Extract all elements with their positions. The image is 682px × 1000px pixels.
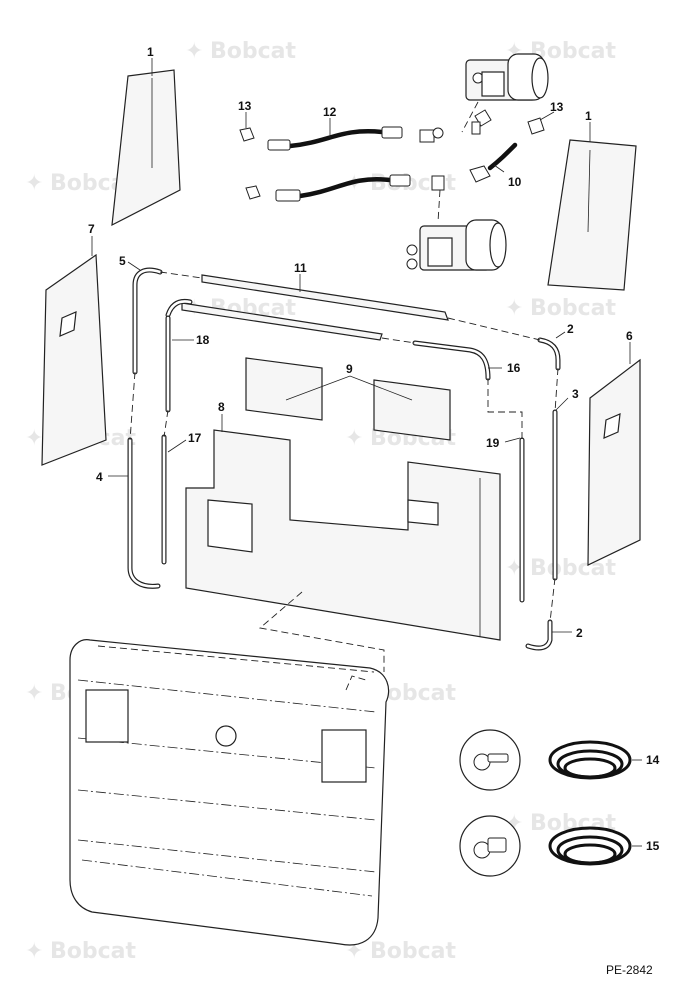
foam-pad-9-right	[373, 379, 451, 441]
leader-lines	[91, 58, 642, 847]
callout-15: 15	[646, 839, 660, 853]
hydraulic-pump-lower	[406, 219, 507, 271]
cab-rear-wall	[69, 639, 390, 946]
svg-text:✦: ✦	[25, 171, 43, 196]
seal-strip-11	[201, 274, 449, 321]
pump-connector-dashes	[437, 101, 479, 223]
callout-1-left: 1	[147, 45, 154, 59]
callout-10: 10	[508, 175, 522, 189]
seal-strip-16	[412, 340, 491, 381]
callout-11: 11	[294, 261, 307, 275]
callout-19: 19	[486, 436, 500, 450]
callout-12: 12	[323, 105, 337, 119]
side-panel-left	[41, 253, 107, 466]
hose-kit-14	[459, 729, 632, 791]
svg-text:✦: ✦	[25, 426, 43, 451]
svg-text:✦: ✦	[185, 39, 203, 64]
corner-seal-2-upper	[537, 337, 561, 371]
svg-text:✦: ✦	[505, 556, 523, 581]
callout-9: 9	[346, 362, 353, 376]
callout-13-left: 13	[238, 99, 252, 113]
hydraulic-pump-upper	[465, 53, 549, 101]
foam-panel-upper-right	[547, 139, 637, 291]
callout-6: 6	[626, 329, 633, 343]
side-panel-right	[587, 358, 641, 566]
foam-pad-9-left	[245, 357, 323, 421]
callout-4: 4	[96, 470, 103, 484]
callout-8: 8	[218, 400, 225, 414]
foam-to-wall-dashes	[97, 591, 385, 673]
seal-strip-4	[127, 437, 161, 589]
assembly-dashed-lines	[129, 271, 559, 623]
svg-text:Bobcat: Bobcat	[530, 296, 617, 321]
svg-text:Bobcat: Bobcat	[370, 939, 457, 964]
foam-insulation-8	[185, 429, 501, 641]
watermark: ✦ Bobcat	[185, 39, 297, 64]
hose-kit-15	[459, 815, 632, 877]
svg-text:Bobcat: Bobcat	[530, 556, 617, 581]
callout-17: 17	[188, 431, 202, 445]
watermark: ✦ Bobcat	[505, 296, 617, 321]
corner-seal-2-lower	[525, 619, 553, 651]
callout-5: 5	[119, 254, 126, 268]
corner-seal-5	[132, 267, 163, 375]
svg-text:Bobcat: Bobcat	[210, 39, 297, 64]
watermark: ✦ Bobcat	[25, 939, 137, 964]
svg-text:✦: ✦	[345, 426, 363, 451]
watermark: ✦ Bobcat	[505, 556, 617, 581]
svg-text:✦: ✦	[505, 296, 523, 321]
callout-14: 14	[646, 753, 660, 767]
fitting-13-left-lower	[245, 185, 261, 200]
callout-1-right: 1	[585, 109, 592, 123]
watermark: ✦Bobcat	[345, 939, 457, 964]
svg-text:Bobcat: Bobcat	[530, 39, 617, 64]
hose-lower	[275, 174, 445, 202]
hose-12-upper	[267, 126, 444, 151]
seal-strip-upper	[165, 298, 383, 341]
callout-18: 18	[196, 333, 210, 347]
callout-13-right: 13	[550, 100, 564, 114]
callout-2-lower: 2	[576, 626, 583, 640]
svg-text:✦: ✦	[25, 939, 43, 964]
callout-labels: 1 1 2 2 3 4 5 6 7 8 9 10 11 12 13 13 14 …	[88, 45, 660, 853]
fitting-13-left-upper	[239, 127, 255, 142]
document-id: PE-2842	[606, 963, 653, 977]
svg-text:Bobcat: Bobcat	[530, 811, 617, 836]
elbow-fitting	[471, 109, 492, 135]
callout-2-upper: 2	[567, 322, 574, 336]
callout-16: 16	[507, 361, 521, 375]
fitting-13-right	[527, 117, 545, 135]
svg-text:Bobcat: Bobcat	[50, 939, 137, 964]
callout-3: 3	[572, 387, 579, 401]
foam-panel-upper-left	[111, 69, 181, 227]
callout-7: 7	[88, 222, 95, 236]
hose-10	[469, 142, 518, 183]
svg-text:✦: ✦	[25, 681, 43, 706]
